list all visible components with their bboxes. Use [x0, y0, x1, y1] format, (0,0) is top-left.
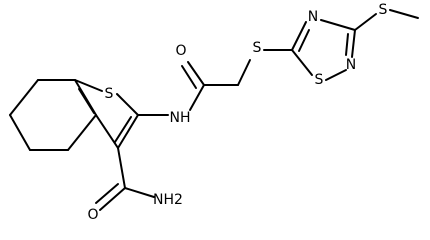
atom-n-top: N	[308, 9, 318, 25]
bond-c5-n4	[291, 21, 307, 51]
atom-s-linker: S	[253, 40, 262, 56]
cyclohexane-ring	[9, 79, 97, 151]
atom-s-methylthio: S	[379, 2, 388, 18]
bond-n4-c3	[320, 19, 356, 31]
bond-ch2-s	[237, 59, 251, 86]
atom-nh: NH	[170, 110, 191, 126]
thiophene-ring	[74, 79, 139, 149]
bond-fusion-double-inner	[78, 88, 95, 114]
bond-s1-c5	[291, 49, 313, 76]
bond-c3-s	[354, 13, 377, 31]
atom-s-thiophene: S	[105, 86, 114, 102]
atom-o-carboxamide: O	[87, 207, 98, 223]
atom-s-thiadiazole: S	[315, 72, 324, 88]
bond-amide-c-nh2	[124, 187, 155, 198]
bond-c3-amide-c	[117, 147, 126, 189]
atom-o-carbonyl: O	[175, 43, 186, 59]
bond-carbonyl-o-inner	[181, 65, 197, 89]
carboxamide-group	[95, 147, 155, 211]
bond-s-methyl	[389, 9, 419, 19]
bond-nh-carbonyl	[189, 84, 205, 111]
bond-n2-s1	[325, 69, 347, 81]
bond-c5-n4-inner	[298, 29, 310, 52]
bond-c3-n2-inner	[345, 33, 349, 56]
bond-amide-c-o-inner	[95, 183, 119, 204]
bond-amide-c-o	[99, 187, 126, 211]
bond-ring-lower-left	[9, 114, 31, 151]
atom-nh2: NH2	[153, 192, 183, 208]
methylthio-group	[354, 9, 419, 31]
bond-carbonyl-o	[187, 61, 205, 86]
atom-n-right: N	[346, 57, 356, 73]
chemical-structure: S NH O S N N S S O NH2	[9, 2, 419, 223]
bond-ring-upper-left	[9, 79, 39, 116]
bond-ring-lower-right	[67, 114, 97, 151]
thiadiazole-ring	[291, 19, 356, 81]
bond-s-c2	[116, 93, 139, 116]
bond-c3a-s	[74, 79, 103, 92]
acetamide-linker	[137, 49, 293, 116]
bond-c2-c3	[117, 114, 139, 149]
bond-c3-c3a	[95, 114, 119, 149]
bond-c3-n2	[351, 29, 356, 58]
bond-c2-c3-inner	[114, 116, 132, 143]
